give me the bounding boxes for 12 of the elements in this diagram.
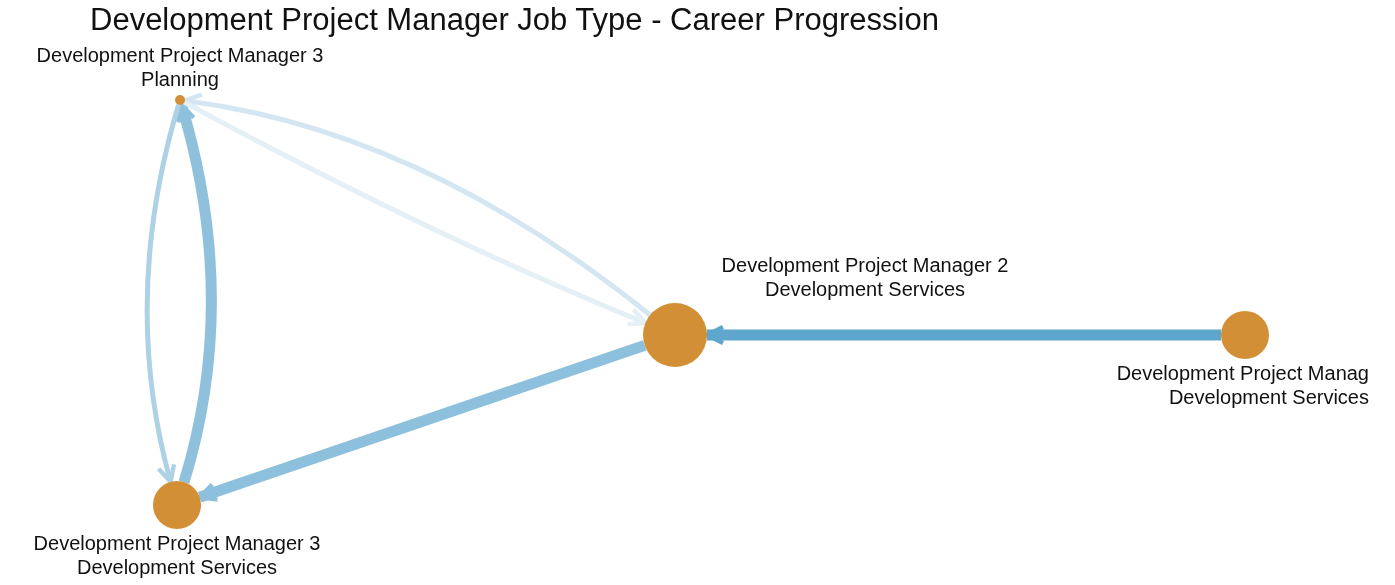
node-label: Development Services — [1168, 385, 1369, 409]
node-label: Development Project Manager 3 — [33, 531, 321, 555]
node-label: Development Services — [76, 555, 278, 579]
arrow — [175, 102, 217, 484]
arrow — [144, 104, 181, 485]
node-label: Development Project Manager 2 — [721, 253, 1009, 277]
arrow — [197, 340, 647, 503]
chart-title: Development Project Manager Job Type - Career Progression — [90, 2, 939, 38]
node-label: Development Project Manag — [1116, 361, 1369, 385]
node-label: Planning — [141, 67, 219, 91]
node-label: Development Project Manager 3 — [36, 43, 324, 67]
node-label: Development Services — [764, 277, 966, 301]
